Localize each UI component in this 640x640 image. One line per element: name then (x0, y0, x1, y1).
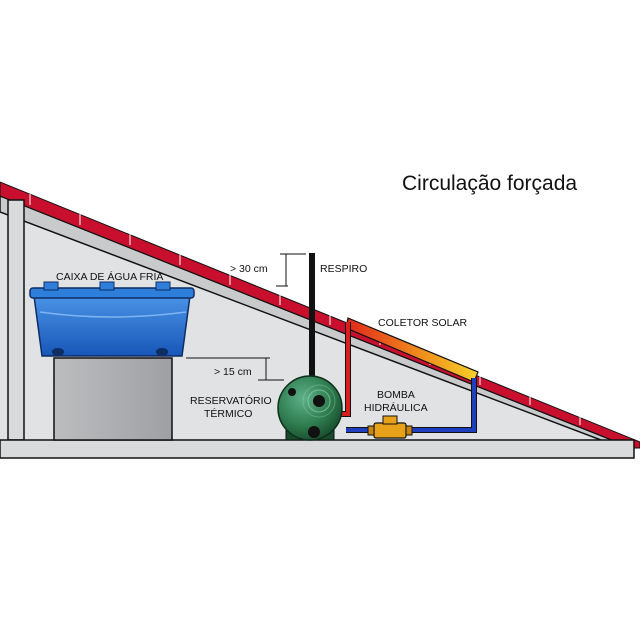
left-wall (7, 199, 25, 441)
thermal-reservoir (277, 375, 343, 441)
diagram-title: Circulação forçada (402, 172, 577, 195)
dimension-15cm (186, 357, 284, 381)
pump (367, 415, 413, 439)
tank-label: CAIXA DE ÁGUA FRIA (56, 270, 163, 283)
floor-slab (0, 439, 635, 459)
dimension-30cm (276, 253, 306, 287)
dimension-30cm-label: > 30 cm (230, 263, 268, 275)
dimension-15cm-label: > 15 cm (214, 366, 252, 378)
reservoir-label-line2: TÉRMICO (204, 407, 252, 420)
tank-stand (53, 357, 173, 441)
vent-pipe (309, 253, 315, 383)
cold-water-tank (29, 281, 195, 357)
pump-label-line2: HIDRÁULICA (364, 401, 428, 414)
vent-label: RESPIRO (320, 263, 367, 275)
reservoir-label-line1: RESERVATÓRIO (190, 394, 272, 407)
collector-label: COLETOR SOLAR (378, 317, 467, 329)
pump-label-line1: BOMBA (377, 389, 415, 401)
